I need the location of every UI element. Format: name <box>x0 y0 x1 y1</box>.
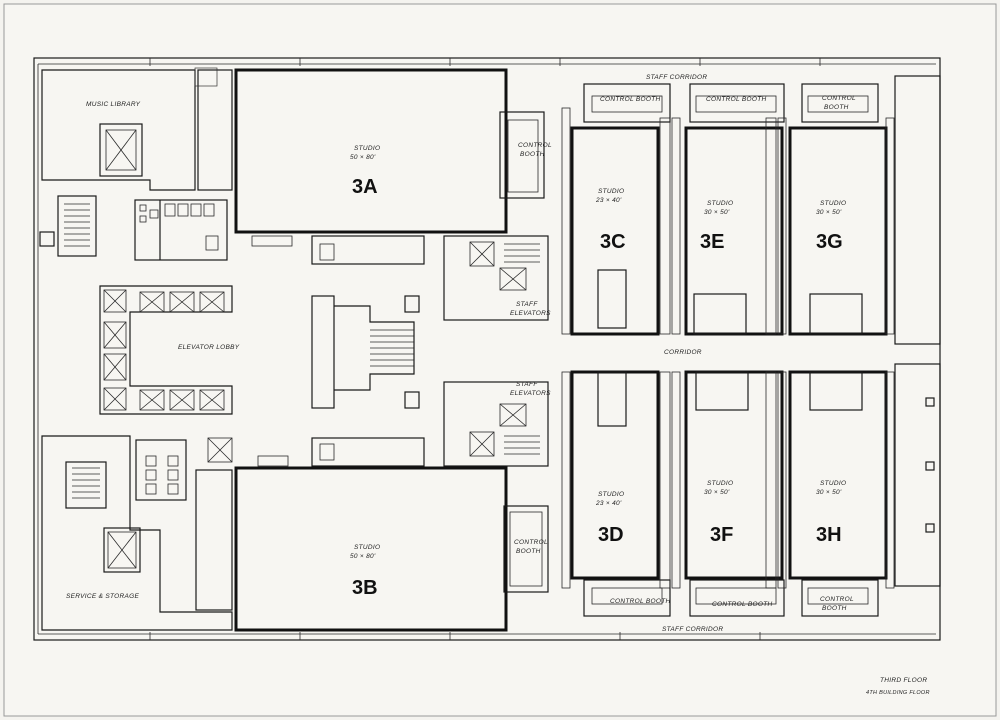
restrooms-south <box>135 437 233 501</box>
building-outline <box>33 57 941 641</box>
stair-southwest <box>65 461 107 509</box>
control-booth-f-label: CONTROL BOOTH <box>712 601 772 608</box>
studio-3b-room <box>234 466 549 632</box>
studio-3b-title: STUDIO <box>354 544 380 551</box>
staff-elevators-south <box>443 381 549 467</box>
vestibules-central <box>251 235 425 467</box>
control-booth-c-label: CONTROL BOOTH <box>600 96 660 103</box>
control-booths-north <box>583 83 879 123</box>
studio-3g-title: STUDIO <box>820 200 846 207</box>
studio-3d-title: STUDIO <box>598 491 624 498</box>
studio-3d-number: 3D <box>598 524 624 546</box>
studio-3g-number: 3G <box>816 231 843 253</box>
stair-northwest <box>39 195 97 257</box>
studio-3f-room <box>684 370 784 580</box>
control-booth-b-label-1: CONTROL <box>514 539 548 546</box>
floor-title: THIRD FLOOR <box>880 677 927 684</box>
elevator-lobby-room <box>99 285 233 415</box>
control-booth-a-label-2: BOOTH <box>520 151 545 158</box>
studio-3b-number: 3B <box>352 577 378 599</box>
studio-3h-title: STUDIO <box>820 480 846 487</box>
staff-elevators-north <box>443 235 549 321</box>
music-library-label: MUSIC LIBRARY <box>86 101 141 108</box>
studio-3h-size: 30 × 50' <box>816 489 842 496</box>
studio-3c-title: STUDIO <box>598 188 624 195</box>
floor-subtitle: 4TH BUILDING FLOOR <box>866 690 930 696</box>
studio-3f-number: 3F <box>710 524 733 546</box>
studio-3c-room <box>570 126 660 336</box>
studio-3a-size: 50 × 80' <box>350 154 376 161</box>
studio-3g-size: 30 × 50' <box>816 209 842 216</box>
service-storage-label: SERVICE & STORAGE <box>66 593 139 600</box>
studio-3c-number: 3C <box>600 231 626 253</box>
service-storage-room <box>41 435 233 631</box>
studio-3b-size: 50 × 80' <box>350 553 376 560</box>
music-library-room <box>41 67 233 191</box>
staff-elevators-bottom-label-2: ELEVATORS <box>510 390 551 397</box>
acoustic-partitions <box>561 107 895 589</box>
staff-elevators-top-label-2: ELEVATORS <box>510 310 551 317</box>
restrooms-north <box>134 199 228 261</box>
studio-3e-number: 3E <box>700 231 724 253</box>
staff-corridor-top-label: STAFF CORRIDOR <box>646 74 707 81</box>
staff-elevators-top-label-1: STAFF <box>516 301 538 308</box>
exterior-windows <box>925 397 935 533</box>
control-booth-b-label-2: BOOTH <box>516 548 541 555</box>
studio-3e-title: STUDIO <box>707 200 733 207</box>
control-booth-g-label-1: CONTROL <box>822 95 856 102</box>
control-booth-a-label-1: CONTROL <box>518 142 552 149</box>
studio-3e-size: 30 × 50' <box>704 209 730 216</box>
control-booth-d-label: CONTROL BOOTH <box>610 598 670 605</box>
studio-3e-room <box>684 126 784 336</box>
perimeter-openings <box>149 58 821 640</box>
studio-3h-number: 3H <box>816 524 842 546</box>
studio-3a-title: STUDIO <box>354 145 380 152</box>
studio-3c-size: 23 × 40' <box>595 197 622 204</box>
studio-3f-size: 30 × 50' <box>704 489 730 496</box>
studio-3d-size: 23 × 40' <box>595 500 622 507</box>
control-booth-h-label-1: CONTROL <box>820 596 854 603</box>
staff-corridor-bottom-label: STAFF CORRIDOR <box>662 626 723 633</box>
staff-elevators-bottom-label-1: STAFF <box>516 381 538 388</box>
corridor-label: CORRIDOR <box>664 349 702 356</box>
studio-3f-title: STUDIO <box>707 480 733 487</box>
control-booth-g-label-2: BOOTH <box>824 104 849 111</box>
control-booth-e-label: CONTROL BOOTH <box>706 96 766 103</box>
studio-3a-room <box>234 68 545 234</box>
central-grand-stair <box>311 295 420 409</box>
control-booths-south <box>583 579 879 617</box>
control-booth-h-label-2: BOOTH <box>822 605 847 612</box>
studio-3a-number: 3A <box>352 176 378 198</box>
elevator-lobby-label: ELEVATOR LOBBY <box>178 344 240 351</box>
studio-3d-room <box>570 370 660 580</box>
